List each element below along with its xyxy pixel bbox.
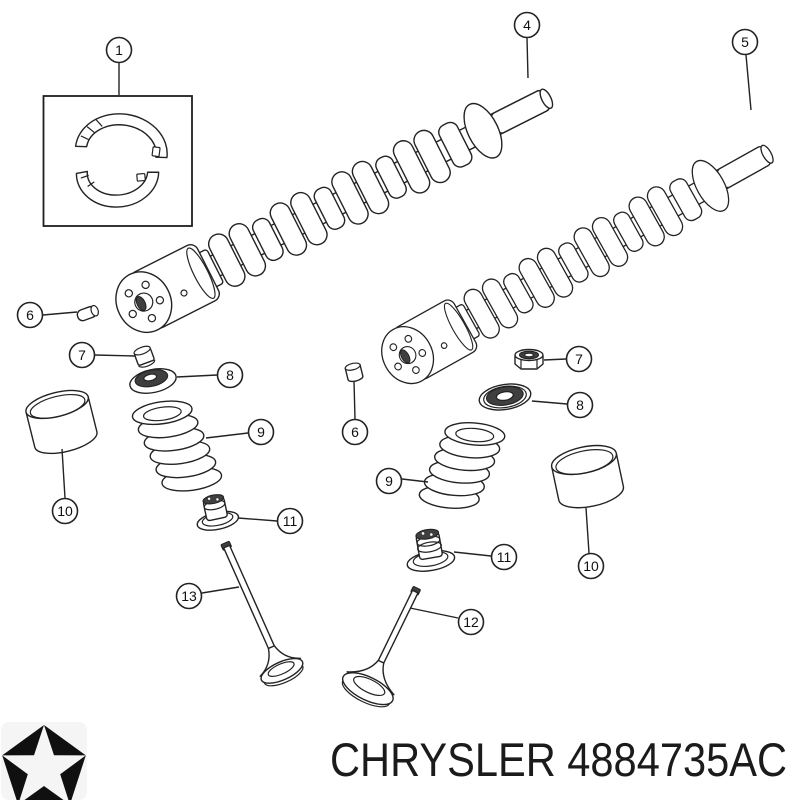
callout-number-text: 4 [523, 17, 531, 33]
tappet-bucket-right-drawing [550, 444, 625, 509]
callout-number-text: 8 [576, 397, 584, 413]
chrysler-pentastar-icon [2, 725, 86, 800]
callout-number-text: 6 [26, 307, 34, 323]
callout-number-circle [457, 608, 485, 636]
callout-number-text: 1 [115, 42, 123, 58]
callout-number-circle [565, 345, 593, 373]
callout-valve-stem-seal-left: 11 [237, 507, 304, 535]
callout-valve-stem-seal-right: 11 [453, 543, 518, 571]
callout-number-text: 13 [181, 588, 197, 604]
callout-number-text: 11 [283, 513, 298, 529]
callout-number-circle [341, 418, 369, 446]
callout-number-circle [216, 361, 244, 389]
callout-number-circle [175, 582, 203, 610]
bearing-upper-shell [74, 113, 168, 159]
callout-number-circle [247, 418, 275, 446]
spring-seat-left-drawing [129, 368, 177, 394]
branding-bar: CHRYSLER 4884735AC [1, 722, 787, 800]
callout-valve-spring-left: 9 [205, 418, 275, 446]
callout-valve-spring-right: 9 [375, 467, 429, 495]
valve-spring-right-drawing [418, 422, 506, 509]
callout-camshaft-upper: 4 [513, 11, 541, 79]
callout-number-circle [490, 543, 518, 571]
spring-seat-right-drawing [478, 383, 532, 411]
valve-stem-seal-left-drawing [196, 494, 240, 531]
callout-number-text: 10 [583, 558, 599, 574]
callout-number-text: 12 [463, 614, 479, 630]
callout-camshaft-lower: 5 [731, 28, 759, 111]
callout-number-circle [566, 391, 594, 419]
callout-camshaft-bearing: 1 [105, 36, 133, 95]
callout-tappet-bucket-left: 10 [51, 448, 79, 525]
tappet-bucket-left-drawing [25, 389, 98, 455]
callout-intake-valve: 12 [409, 607, 485, 636]
dowel-pin-right-drawing [344, 362, 364, 383]
callout-number-circle [105, 36, 133, 64]
camshaft-upper-drawing [115, 88, 554, 334]
callout-number-circle [276, 507, 304, 535]
callout-tappet-bucket-right: 10 [577, 507, 605, 580]
callout-number-circle [68, 341, 96, 369]
callout-exhaust-valve: 13 [175, 582, 240, 610]
callout-number-circle [51, 497, 79, 525]
bearing-lower-shell [75, 170, 160, 208]
callout-number-text: 7 [575, 351, 583, 367]
bearing-box [42, 95, 193, 227]
callout-number-text: 8 [226, 367, 234, 383]
callout-dowel-pin-left: 6 [16, 301, 78, 329]
callout-number-circle [731, 28, 759, 56]
valve-spring-left-drawing [131, 400, 223, 492]
callout-number-text: 7 [78, 347, 86, 363]
callout-spring-seat-right: 8 [531, 391, 594, 419]
callout-number-text: 11 [497, 549, 512, 565]
callout-spring-seat-left: 8 [176, 361, 244, 389]
valve-keeper-right-drawing [514, 348, 544, 370]
callout-layer: 1 4 5 6 7 8 9 10 11 13 6 7 8 9 10 11 12 [16, 11, 759, 636]
callout-valve-keeper-right: 7 [543, 345, 593, 373]
valve-keeper-left-drawing [133, 345, 156, 368]
dowel-pin-left-drawing [76, 304, 99, 322]
callout-number-circle [513, 11, 541, 39]
callout-number-text: 9 [257, 424, 265, 440]
callout-number-circle [16, 301, 44, 329]
callout-dowel-pin-right: 6 [341, 380, 369, 446]
exhaust-valve-drawing [220, 540, 304, 687]
callout-number-text: 5 [741, 34, 749, 50]
part-number-label: CHRYSLER 4884735AC [330, 733, 787, 786]
intake-valve-drawing [341, 586, 421, 708]
valve-stem-seal-right-drawing [406, 528, 456, 572]
callout-number-text: 6 [351, 424, 359, 440]
callout-valve-keeper-left: 7 [68, 341, 136, 369]
callout-number-text: 10 [57, 503, 73, 519]
callout-number-circle [577, 552, 605, 580]
callout-number-text: 9 [385, 473, 393, 489]
callout-number-circle [375, 467, 403, 495]
